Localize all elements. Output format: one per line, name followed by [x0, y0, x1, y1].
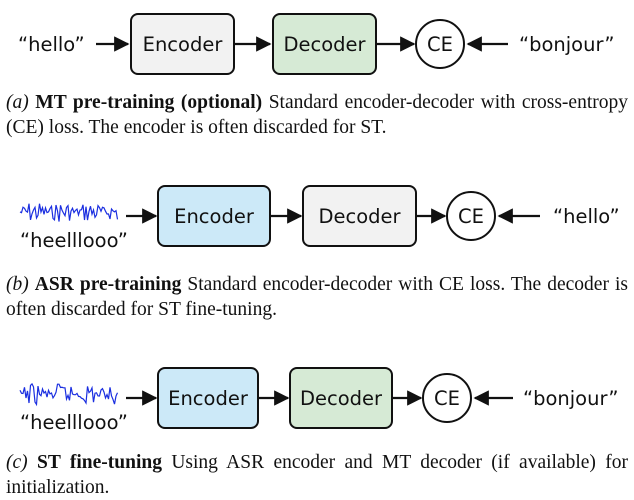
input-text: “heelllooo”: [20, 411, 128, 434]
decoder-label: Decoder: [283, 33, 366, 56]
caption-body: Using ASR encoder and MT decoder (if ava…: [6, 452, 629, 498]
loss-circle: [446, 191, 496, 241]
decoder-label: Decoder: [300, 387, 383, 410]
encoder-label: Encoder: [168, 387, 249, 410]
loss-label: CE: [434, 387, 460, 410]
waveform-icon: [19, 382, 119, 407]
caption-b: (b) ASR pre-training Standard encoder-de…: [6, 272, 628, 322]
target-text: “bonjour”: [523, 387, 618, 410]
decoder-label: Decoder: [318, 205, 401, 228]
caption-body: Standard encoder-decoder with cross-entr…: [6, 92, 628, 138]
loss-circle: [422, 373, 472, 423]
loss-circle: [415, 19, 465, 69]
input-text: “heelllooo”: [20, 229, 128, 252]
target-text: “bonjour”: [519, 33, 614, 56]
encoder-label: Encoder: [143, 33, 224, 56]
caption-body: Standard encoder-decoder with CE loss. T…: [6, 274, 628, 320]
asr-pretraining-diagram: “heelllooo” Encoder Decoder CE “hello”: [19, 185, 620, 252]
caption-title: ASR pre-training: [34, 274, 182, 295]
target-text: “hello”: [553, 205, 620, 228]
input-text: “hello”: [18, 33, 85, 56]
loss-label: CE: [427, 33, 453, 56]
caption-title: MT pre-training (optional): [35, 92, 263, 113]
encoder-label: Encoder: [174, 205, 255, 228]
caption-title: ST fine-tuning: [37, 452, 162, 473]
caption-c: (c) ST fine-tuning Using ASR encoder and…: [6, 450, 628, 500]
panel-mt-pretraining: “hello” Encoder Decoder CE “bonjour” (a)…: [0, 0, 634, 145]
mt-pretraining-diagram: “hello” Encoder Decoder CE “bonjour”: [18, 13, 614, 75]
caption-prefix: (b): [6, 274, 29, 295]
panel-asr-pretraining: “heelllooo” Encoder Decoder CE “hello” (…: [0, 170, 634, 330]
caption-prefix: (c): [6, 452, 28, 473]
waveform-icon: [19, 203, 119, 222]
loss-label: CE: [458, 205, 484, 228]
caption-prefix: (a): [6, 92, 29, 113]
caption-a: (a) MT pre-training (optional) Standard …: [6, 90, 628, 140]
panel-st-finetuning: “heelllooo” Encoder Decoder CE “bonjour”…: [0, 352, 634, 499]
st-finetuning-diagram: “heelllooo” Encoder Decoder CE “bonjour”: [19, 367, 618, 434]
